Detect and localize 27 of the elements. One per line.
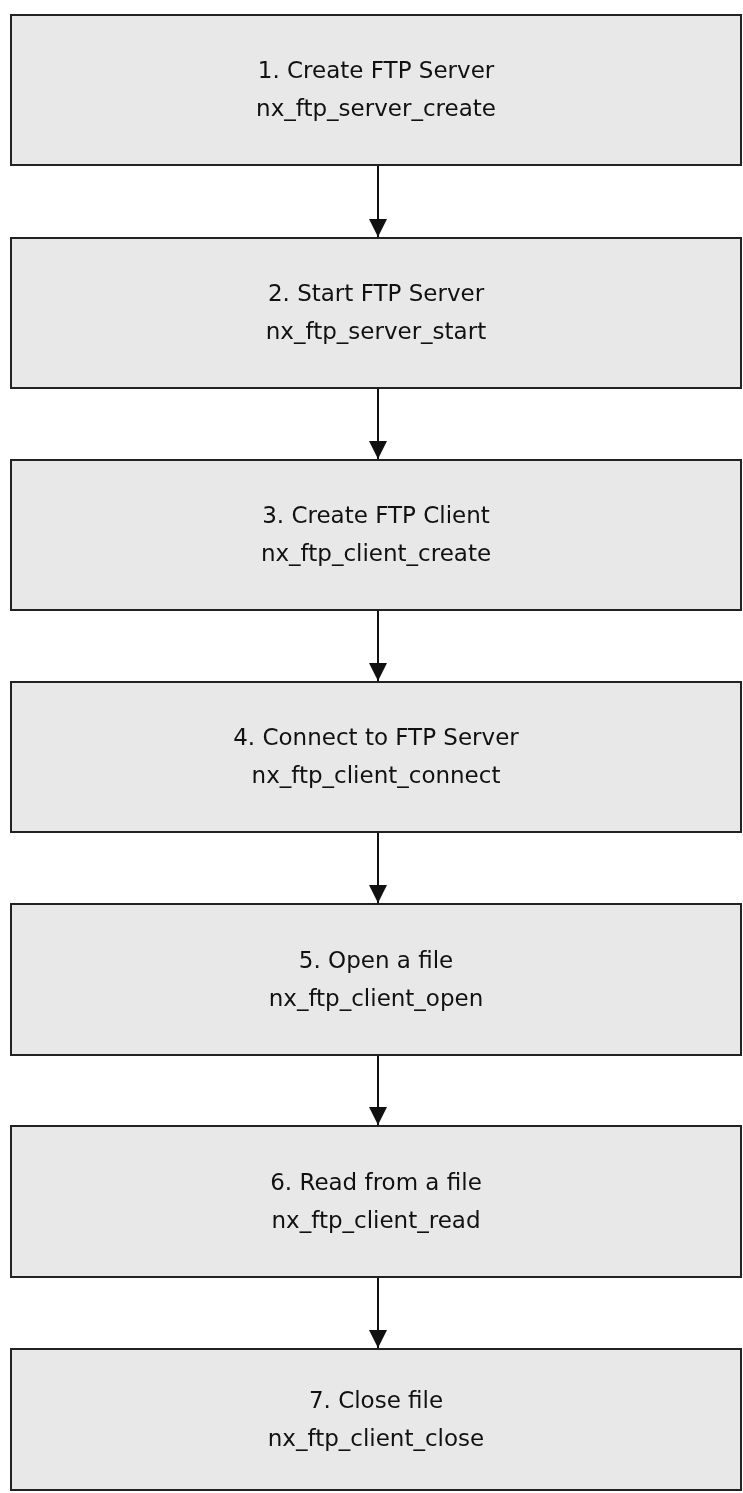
step-title: 4. Connect to FTP Server [233,724,519,752]
step-title: 1. Create FTP Server [257,57,495,85]
process-box [10,14,742,166]
step-title: 3. Create FTP Client [262,502,490,530]
function-name: nx_ftp_client_connect [251,762,501,790]
step-title: 6. Read from a file [270,1168,482,1197]
process-box [10,681,742,833]
arrow [369,832,387,904]
step-title: 5. Open a file [298,946,454,975]
process-box [10,237,742,389]
function-name: nx_ftp_server_create [256,95,496,123]
function-name: nx_ftp_client_open [268,984,484,1013]
function-name: nx_ftp_client_close [267,1424,485,1453]
function-name: nx_ftp_client_create [260,540,492,568]
step-title: 2. Start FTP Server [267,280,485,308]
arrow [369,165,387,238]
process-box [10,459,742,611]
arrow [369,388,387,460]
process-box [10,1348,742,1491]
arrow [369,1277,387,1349]
arrow [369,610,387,682]
process-box [10,1125,742,1278]
function-name: nx_ftp_server_start [265,318,487,346]
process-box [10,903,742,1056]
arrow [369,1055,387,1126]
function-name: nx_ftp_client_read [271,1206,481,1235]
step-title: 7. Close file [308,1386,444,1415]
